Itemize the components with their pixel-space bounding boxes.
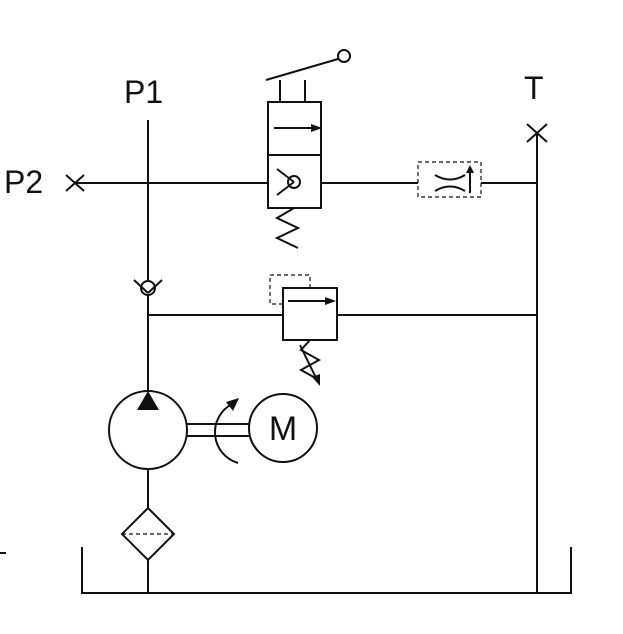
check-symbol-icon <box>276 168 301 196</box>
return-spring-icon <box>274 207 301 249</box>
adjustable-spring-icon <box>298 339 322 386</box>
relief-valve-body <box>282 287 338 341</box>
tank <box>81 547 572 594</box>
port-label-p1: P1 <box>124 74 163 110</box>
port-label-t: T <box>524 70 544 106</box>
motor-body <box>248 393 318 463</box>
directional-valve <box>265 49 351 249</box>
rotation-arrow-icon <box>213 398 239 464</box>
lever-actuator-icon <box>265 49 351 102</box>
port-label-p2: P2 <box>4 164 43 200</box>
drive-shaft <box>187 423 250 437</box>
pressure-relief-valve <box>269 274 338 386</box>
check-valve <box>133 279 163 296</box>
suction-filter <box>120 506 176 562</box>
flow-arrow-icon <box>274 124 322 132</box>
electric-motor: M <box>248 393 318 463</box>
throttle-enclosure <box>417 161 482 198</box>
motor-label: M <box>269 410 297 448</box>
pump-direction-triangle-icon <box>137 391 159 410</box>
port-labels: P1 P2 T <box>4 70 544 200</box>
pilot-line <box>269 274 311 305</box>
throttle-valve <box>417 161 482 198</box>
relief-arrow-icon <box>288 297 336 305</box>
pump <box>108 390 188 470</box>
